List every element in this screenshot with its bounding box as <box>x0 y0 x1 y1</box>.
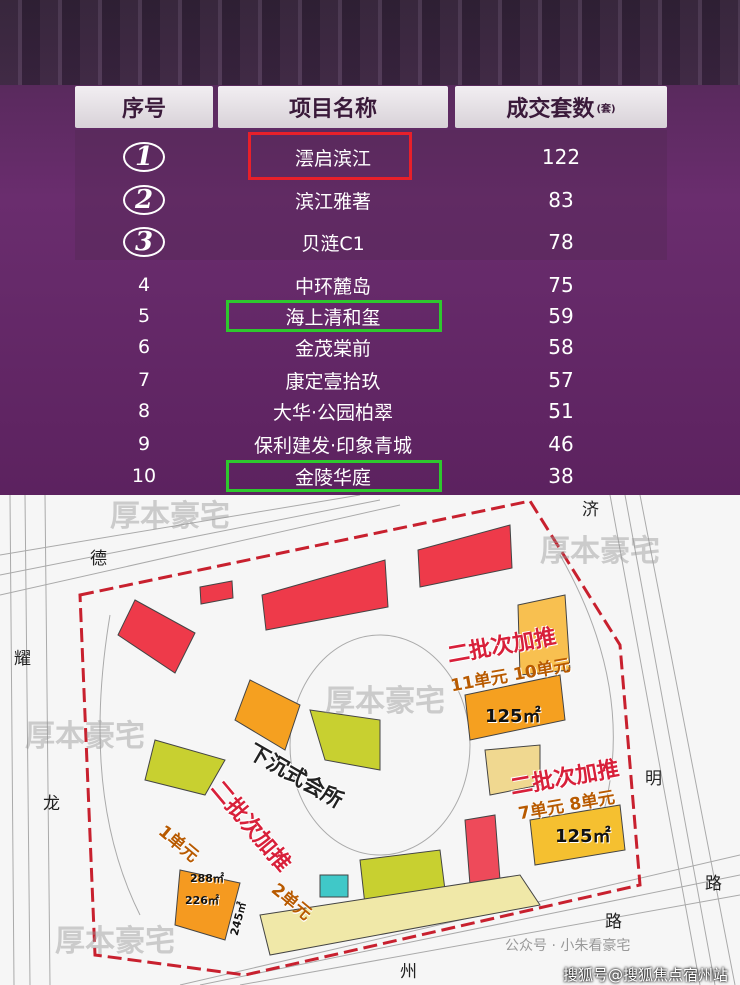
project-name-cell: 滨江雅著 <box>294 190 371 213</box>
deal-count-cell: 122 <box>541 145 581 169</box>
project-name-cell: 康定壹拾玖 <box>285 370 381 393</box>
road-label: 济 <box>582 500 599 520</box>
watermark: 厚本豪宅 <box>55 924 175 959</box>
project-name-cell: 金陵华庭 <box>294 466 371 489</box>
deal-count-cell: 59 <box>548 304 574 328</box>
rank-cell: 10 <box>131 465 157 487</box>
watermark: 厚本豪宅 <box>540 534 660 569</box>
project-name-cell: 澐启滨江 <box>294 147 371 170</box>
area-label: 226㎡ <box>185 894 219 907</box>
building <box>517 594 571 676</box>
header-rank-label: 序号 <box>121 97 166 122</box>
road-label: 州 <box>400 962 417 982</box>
project-name-cell: 中环麓岛 <box>294 275 371 298</box>
building <box>464 674 566 741</box>
deal-count-cell: 51 <box>548 399 574 423</box>
city-skyline-background <box>0 0 740 85</box>
deal-count-cell: 38 <box>548 464 574 488</box>
building <box>144 739 226 796</box>
rank-cell: 4 <box>137 274 151 296</box>
building <box>174 869 241 941</box>
road-label: 路 <box>705 874 722 894</box>
area-label: 125㎡ <box>485 706 541 727</box>
road-label: 龙 <box>43 794 60 814</box>
red-highlight-box <box>248 132 412 180</box>
area-label: 288㎡ <box>190 872 224 885</box>
road-label: 耀 <box>14 649 31 669</box>
road-label: 明 <box>645 769 662 789</box>
building <box>261 559 389 631</box>
road-label: 路 <box>605 912 622 932</box>
building <box>234 679 301 751</box>
source-credit: 搜狐号@搜狐焦点宿州站 <box>562 965 728 984</box>
site-plan: 厚本豪宅 厚本豪宅 厚本豪宅 厚本豪宅 厚本豪宅 德 济 耀 明 龙 路 路 州… <box>0 495 740 985</box>
project-name-cell: 贝涟C1 <box>301 232 365 255</box>
project-name-cell: 金茂棠前 <box>294 337 371 360</box>
header-rank: 序号 <box>75 86 213 128</box>
rank-cell: 6 <box>137 336 151 358</box>
deal-count-cell: 83 <box>548 188 574 212</box>
pool <box>319 874 349 898</box>
building <box>464 814 501 886</box>
building <box>484 744 541 796</box>
deal-count-cell: 57 <box>548 368 574 392</box>
header-unit-label: (套) <box>596 103 616 115</box>
rank-cell: 1 <box>123 142 165 172</box>
rank-cell: 5 <box>137 305 151 327</box>
header-name: 项目名称 <box>218 86 448 128</box>
building <box>309 709 381 771</box>
project-name-cell: 保利建发·印象青城 <box>253 434 413 457</box>
watermark: 厚本豪宅 <box>110 499 230 534</box>
deal-count-cell: 75 <box>548 273 574 297</box>
rank-cell: 8 <box>137 400 151 422</box>
rank-cell: 3 <box>123 227 165 257</box>
site-boundary <box>78 499 642 977</box>
watermark: 厚本豪宅 <box>25 719 145 754</box>
top3-band <box>75 130 667 260</box>
building <box>529 804 626 866</box>
deal-count-cell: 58 <box>548 335 574 359</box>
header-count: 成交套数(套) <box>455 86 667 128</box>
building <box>417 524 513 588</box>
site-plan-drawing <box>0 495 740 985</box>
green-highlight-box <box>226 300 442 332</box>
rank-cell: 9 <box>137 433 151 455</box>
watermark: 厚本豪宅 <box>325 684 445 719</box>
rank-cell: 2 <box>123 185 165 215</box>
header-count-label: 成交套数 <box>506 97 595 122</box>
deal-count-cell: 46 <box>548 432 574 456</box>
building <box>199 580 234 605</box>
header-name-label: 项目名称 <box>288 97 377 122</box>
project-name-cell: 大华·公园柏翠 <box>272 401 394 424</box>
building <box>117 599 196 674</box>
podium <box>259 874 541 956</box>
green-highlight-box <box>226 460 442 492</box>
deal-count-cell: 78 <box>548 230 574 254</box>
road-label: 德 <box>90 549 107 569</box>
rank-cell: 7 <box>137 369 151 391</box>
area-label: 125㎡ <box>555 826 611 847</box>
project-name-cell: 海上清和玺 <box>285 306 381 329</box>
wechat-watermark: 公众号 · 小朱看豪宅 <box>505 938 631 954</box>
